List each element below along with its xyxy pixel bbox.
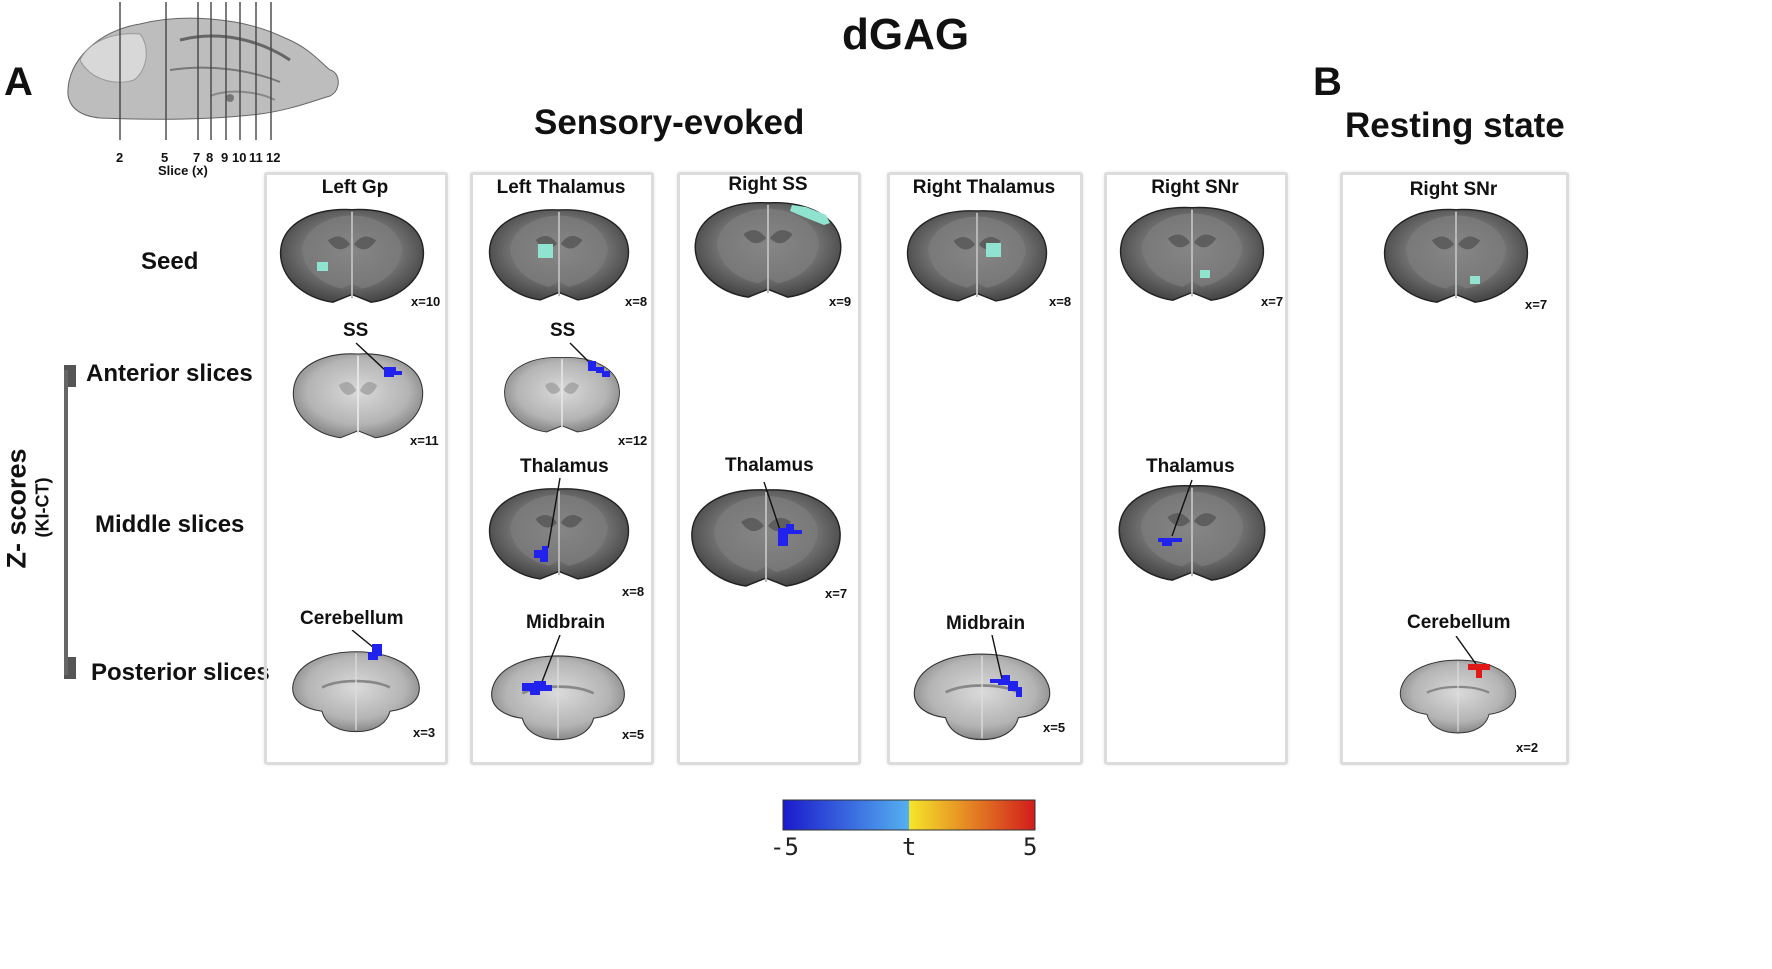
seed-brain-right-snr	[1108, 200, 1276, 306]
column-title: Right SS	[728, 174, 808, 195]
slice-x-label: x=5	[1043, 720, 1066, 735]
column-box-resting-right-snr	[1340, 172, 1569, 765]
column-title: Right SNr	[1151, 177, 1239, 198]
region-label: Cerebellum	[300, 608, 404, 629]
slice-x-label: x=2	[1516, 740, 1539, 755]
slice-x-label: x=7	[825, 586, 848, 601]
column-title: Left Thalamus	[496, 177, 626, 198]
slice-number: 8	[206, 150, 214, 165]
region-label: Midbrain	[946, 613, 1026, 634]
row-label-seed: Seed	[141, 248, 199, 275]
row-label-posterior: Posterior slices	[91, 659, 270, 686]
region-label: Midbrain	[526, 612, 606, 633]
panel-a-letter: A	[4, 60, 33, 104]
posterior-brain-right-thalamus	[912, 635, 1052, 742]
seed-brain-right-ss	[688, 195, 848, 303]
figure-title: dGAG	[842, 10, 970, 59]
column-box-left-thalamus	[470, 172, 654, 765]
zscores-label: Z- scores	[1, 448, 32, 569]
slice-x-label: x=9	[829, 294, 852, 309]
seed-brain-resting-right-snr	[1372, 202, 1540, 308]
slice-axis-label: Slice (x)	[158, 163, 208, 178]
slice-x-label: x=5	[622, 727, 645, 742]
slice-x-label: x=7	[1261, 294, 1284, 309]
column-box-right-snr	[1104, 172, 1288, 765]
slice-number: 2	[116, 150, 124, 165]
middle-brain-right-snr	[1112, 479, 1272, 586]
anterior-brain-left-thalamus	[503, 342, 621, 433]
slice-x-label: x=8	[622, 584, 645, 599]
posterior-brain-left-gp	[291, 630, 421, 734]
slice-number: 7	[193, 150, 201, 165]
column-title: Left Gp	[321, 177, 389, 198]
sensory-evoked-heading: Sensory-evoked	[534, 103, 805, 142]
column-box-left-gp	[264, 172, 448, 765]
anterior-brain-left-gp	[292, 342, 424, 439]
colorbar-max-label: 5	[1023, 833, 1038, 861]
slice-x-label: x=11	[410, 433, 439, 448]
region-label: SS	[550, 320, 576, 341]
slice-number: 9	[221, 150, 229, 165]
row-label-middle: Middle slices	[95, 511, 245, 538]
slice-number: 5	[161, 150, 169, 165]
region-label: Cerebellum	[1407, 612, 1511, 633]
resting-state-heading: Resting state	[1345, 106, 1565, 145]
region-label: Thalamus	[520, 456, 609, 477]
region-label: SS	[343, 320, 369, 341]
colorbar-mid-label: t	[902, 833, 917, 861]
slice-x-label: x=8	[1049, 294, 1072, 309]
panel-b-letter: B	[1313, 60, 1342, 104]
seed-brain-right-thalamus	[902, 203, 1052, 307]
slice-x-label: x=10	[411, 294, 441, 309]
region-label: Thalamus	[1146, 456, 1235, 477]
seed-brain-left-thalamus	[484, 202, 634, 306]
bracket-line	[64, 370, 68, 675]
posterior-brain-resting-right-snr	[1398, 636, 1518, 735]
slice-x-label: x=3	[413, 725, 436, 740]
middle-brain-right-ss	[684, 482, 848, 592]
sagittal-brain-diagram	[67, 2, 339, 140]
row-label-anterior: Anterior slices	[86, 360, 253, 387]
seed-brain-left-gp	[272, 202, 432, 308]
slice-x-label: x=12	[618, 433, 648, 448]
posterior-brain-left-thalamus	[490, 635, 626, 742]
column-box-right-thalamus	[887, 172, 1083, 765]
column-box-right-ss	[677, 172, 861, 765]
column-title: Right SNr	[1409, 179, 1498, 200]
colorbar-min-label: -5	[770, 833, 799, 861]
region-label: Thalamus	[725, 455, 814, 476]
slice-number: 10	[232, 150, 247, 165]
slice-x-label: x=8	[625, 294, 648, 309]
slice-x-label: x=7	[1525, 297, 1548, 312]
slice-number: 11	[249, 150, 263, 165]
column-title: Right Thalamus	[912, 177, 1056, 198]
zscores-sublabel: (KI-CT)	[32, 477, 53, 538]
middle-brain-left-thalamus	[484, 478, 634, 588]
colorbar	[782, 799, 1036, 831]
slice-number: 12	[266, 150, 281, 165]
